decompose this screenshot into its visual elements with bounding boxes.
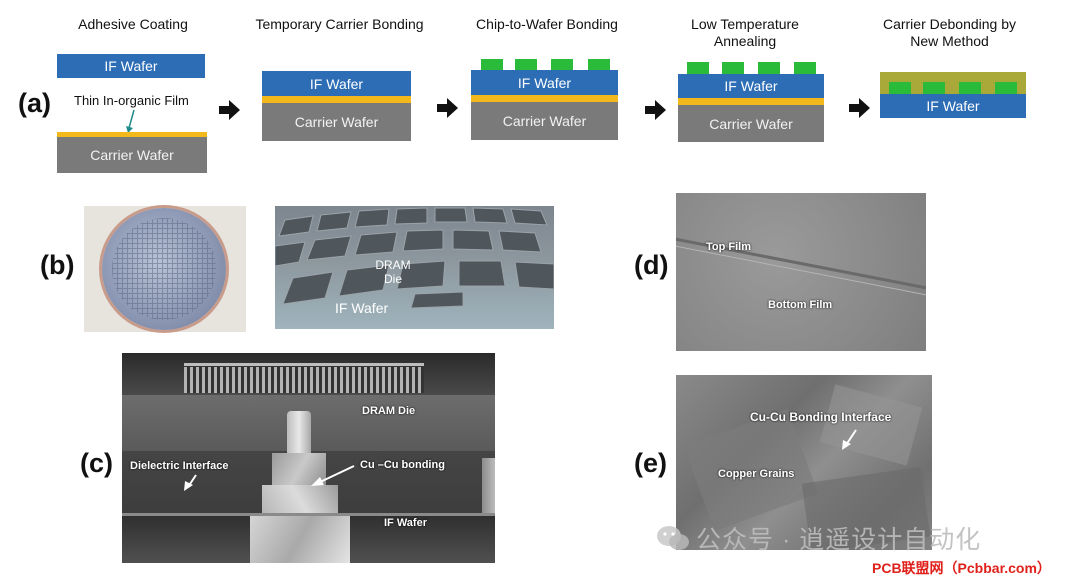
step-1-if-wafer: IF Wafer [57,54,205,78]
chip [588,59,610,70]
site-watermark: PCB联盟网（Pcbbar.com） [872,560,1051,576]
chip [687,62,709,74]
arrow-right-icon [219,100,240,120]
film-label: Thin In-organic Film [74,93,189,108]
tem-grain-image: Cu-Cu Bonding Interface Copper Grains [676,375,932,550]
watermark: 公众号 · 逍遥设计自动化 [656,520,981,556]
chip [794,62,816,74]
copper-grains-text: Copper Grains [718,468,795,480]
cu-cu-interface-text: Cu-Cu Bonding Interface [750,410,892,424]
chip [515,59,537,70]
step-5-debond-layer [880,72,1026,94]
wechat-icon [657,526,689,550]
step-4-if-wafer: IF Wafer [678,74,824,98]
step-5-if-wafer: IF Wafer [880,94,1026,118]
sem-arrows [184,465,355,491]
sem-cu-base [250,515,350,563]
step-5-title: Carrier Debonding by New Method [882,16,1017,49]
sem-line [184,363,424,366]
top-film-text: Top Film [706,241,752,253]
dram-die-label: DRAM Die [375,258,411,286]
step-1-title: Adhesive Coating [78,16,188,32]
dielectric-interface-text: Dielectric Interface [130,460,229,472]
dram-die-text: DRAM Die [362,405,416,417]
step-4-title: Low Temperature Annealing [691,16,799,49]
arrow-right-icon [437,98,458,118]
sem-cu-pad-bottom [262,485,338,515]
chip [995,82,1017,94]
cu-cu-bonding-text: Cu –Cu bonding [360,459,445,471]
panel-e-label: (e) [634,448,667,478]
arrow-right-icon [849,98,870,118]
arrow-right-icon [645,100,666,120]
if-wafer-text: IF Wafer [384,517,427,529]
step-1-carrier: Carrier Wafer [57,137,207,173]
step-2-if-wafer: IF Wafer [262,71,411,96]
chip [959,82,981,94]
step-3-carrier: Carrier Wafer [471,102,618,140]
panel-b-label: (b) [40,250,75,280]
watermark-text: 公众号 · 逍遥设计自动化 [696,526,982,554]
step-3-if-wafer: IF Wafer [471,70,618,95]
step-4-film [678,98,824,105]
step-2-carrier: Carrier Wafer [262,103,411,141]
step-1-film [57,132,207,137]
sem-cross-section: DRAM Die Dielectric Interface Cu –Cu bon… [122,353,495,563]
film-pointer-icon [126,109,135,133]
chip [481,59,503,70]
wafer-photo [84,206,246,332]
step-3-film [471,95,618,102]
panel-a-label: (a) [18,88,51,118]
sem-side-pillar [482,458,495,515]
wafer-disc [102,208,226,330]
chip [889,82,911,94]
chip [722,62,744,74]
chip [551,59,573,70]
die-closeup-photo: DRAM Die IF Wafer [275,206,554,329]
chip [923,82,945,94]
step-3-title: Chip-to-Wafer Bonding [476,16,618,32]
panel-d-label: (d) [634,250,669,280]
bottom-film-text: Bottom Film [768,299,833,311]
sem-interface-line [122,513,495,516]
die-array-graphic [275,207,554,309]
panel-c-label: (c) [80,448,113,478]
if-wafer-label: IF Wafer [335,300,389,316]
step-4-carrier: Carrier Wafer [678,105,824,142]
step-2-film [262,96,411,103]
sem-cu-pillar [287,411,311,455]
step-2-title: Temporary Carrier Bonding [255,16,424,32]
tem-arrow [842,429,857,450]
tem-film-image: Top Film Bottom Film [676,193,926,351]
chip [758,62,780,74]
wafer-die-grid [112,218,216,320]
sem-bump-row [184,367,424,393]
